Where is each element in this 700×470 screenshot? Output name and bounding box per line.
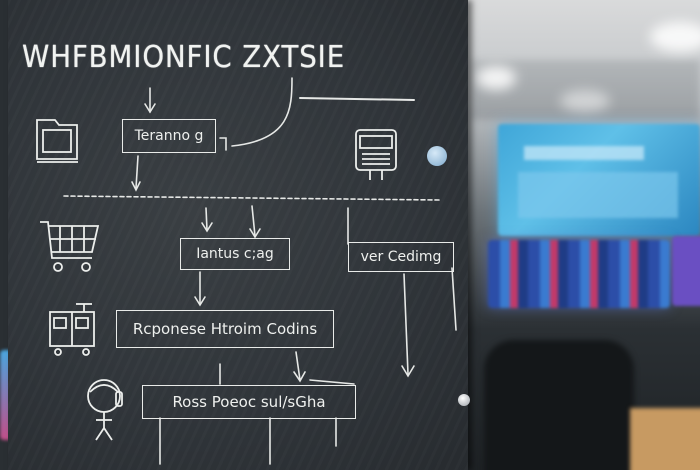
printer-icon [355, 129, 397, 180]
magnet-pin [427, 146, 447, 166]
background-monitor-dashboard [488, 240, 670, 308]
diagram-box-status: Iantus c;ag [180, 238, 290, 270]
diagram-box-response: Rcponese Htroim Codins [116, 310, 334, 348]
person-icon [87, 379, 123, 441]
diagram-box-process: Ross Poeoc sul/sGha [142, 385, 356, 419]
background-monitor [672, 236, 700, 306]
office-chair [484, 340, 634, 470]
desk [630, 408, 700, 470]
magnet-pin [458, 394, 470, 406]
shopping-cart-icon [40, 221, 100, 272]
diagram-box-coding: ver Cedimg [348, 242, 454, 272]
filing-cabinet-icon [49, 303, 95, 356]
diagram-box-terminal: Teranno g [122, 119, 216, 153]
monitor-panel [518, 172, 678, 218]
ceiling-light [476, 66, 516, 90]
monitor-title-bar [524, 146, 644, 160]
background-monitor [498, 124, 700, 236]
ceiling-light [560, 90, 610, 112]
blackboard: WHFBMIONFIC ZXTSIE [8, 0, 468, 470]
board-title: WHFBMIONFIC ZXTSIE [22, 40, 346, 75]
ceiling-light [650, 22, 700, 52]
folder-icon [36, 119, 78, 163]
